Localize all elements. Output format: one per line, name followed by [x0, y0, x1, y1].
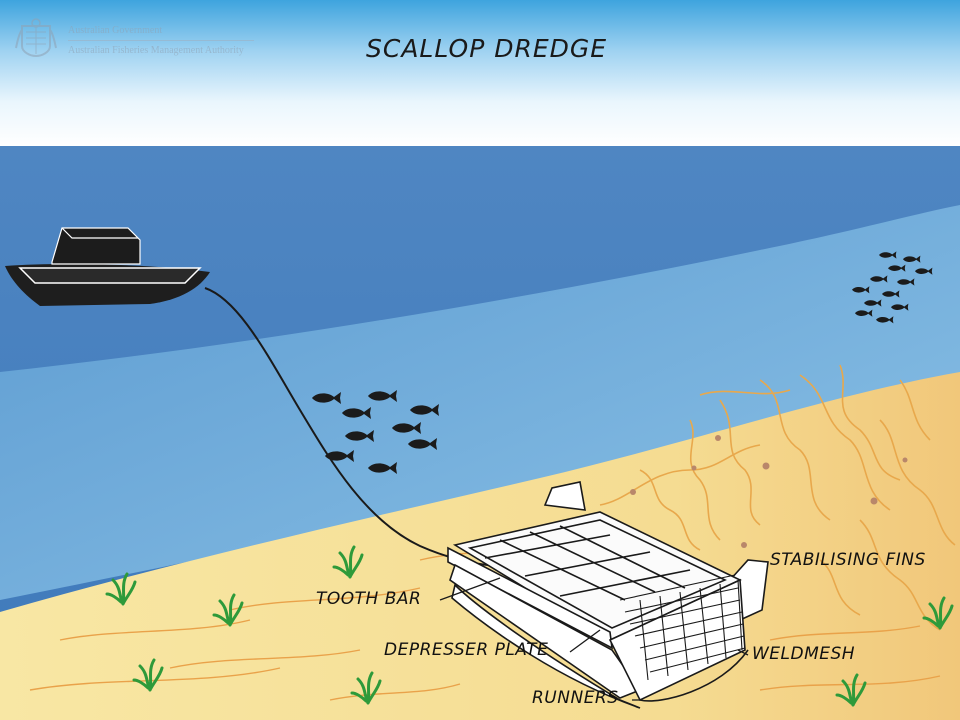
sky — [0, 0, 960, 146]
stabilising-fin-left — [543, 481, 586, 511]
water-light-band — [0, 205, 960, 600]
diagram-title: SCALLOP DREDGE — [366, 34, 608, 63]
scallop-dredge — [447, 481, 769, 709]
logo-line-2: Australian Fisheries Management Authorit… — [68, 45, 244, 56]
tooth-bar-part — [447, 546, 613, 650]
runner-part — [451, 583, 641, 709]
coat-of-arms-icon — [15, 18, 57, 58]
label-tooth-bar: TOOTH BAR — [316, 589, 422, 609]
label-stabilising-fins: STABILISING FINS — [770, 550, 926, 570]
label-depresser-plate: DEPRESSER PLATE — [384, 640, 549, 660]
logo-divider — [68, 40, 254, 41]
seagrass-strands — [599, 364, 956, 631]
label-runners: RUNNERS — [532, 688, 619, 708]
government-logo: Australian Government Australian Fisheri… — [12, 18, 262, 64]
label-weldmesh: WELDMESH — [752, 644, 856, 664]
fishing-boat — [5, 227, 210, 306]
depresser-plate-part — [449, 563, 642, 699]
weldmesh-grid — [619, 574, 746, 681]
scallop-dots — [630, 435, 908, 548]
label-pointers — [439, 577, 749, 701]
logo-line-1: Australian Government — [68, 25, 163, 36]
